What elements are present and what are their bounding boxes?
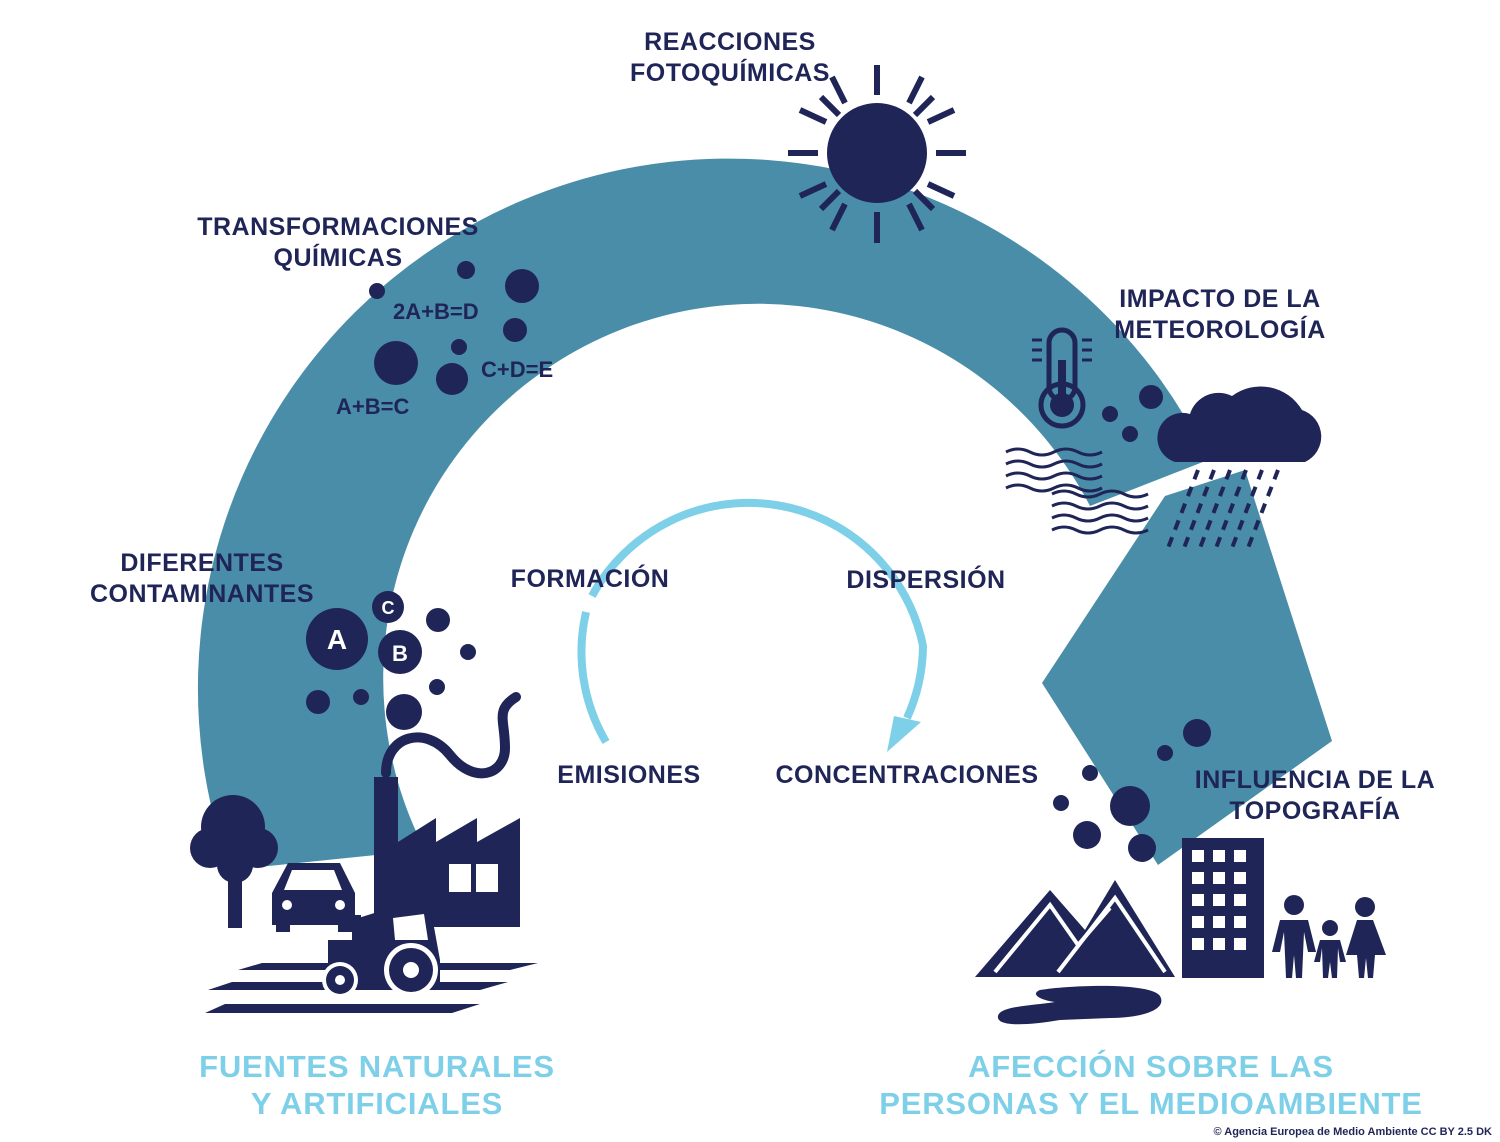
label-impacto-line1: IMPACTO DE LA [1119,285,1321,313]
inner-arrow-head [887,716,921,752]
pollutant-a: A [306,608,368,670]
label-afeccion-line1: AFECCIÓN SOBRE LAS [968,1049,1334,1084]
pollutant-b-letter: B [392,641,408,666]
pollutant-c: C [372,591,404,623]
family-icon [1272,895,1386,978]
label-influencia-topografia: INFLUENCIA DE LA TOPOGRAFÍA [1180,765,1450,827]
label-transformaciones-line2: QUÍMICAS [273,244,403,272]
building-icon [1182,838,1264,978]
label-afeccion-line2: PERSONAS Y EL MEDIOAMBIENTE [879,1086,1423,1121]
label-diferentes-contaminantes: DIFERENTES CONTAMINANTES [72,548,332,610]
outer-cycle-arrow [197,158,1208,871]
label-reacciones-fotoquimicas: REACCIONES FOTOQUÍMICAS [600,27,860,89]
smoke-plume [381,692,521,779]
outer-cycle-arrow-head [1042,470,1332,865]
inner-dispersion-arc [588,498,928,720]
label-diferentes-line1: DIFERENTES [120,549,284,577]
inner-formation-arc [577,611,610,745]
label-emisiones: EMISIONES [557,761,701,789]
thermometer-icon [1032,327,1092,429]
label-concentraciones: CONCENTRACIONES [775,761,1039,789]
equation-2a-b-d: 2A+B=D [393,299,479,324]
label-afeccion: AFECCIÓN SOBRE LAS PERSONAS Y EL MEDIOAM… [860,1048,1442,1122]
label-transformaciones-line1: TRANSFORMACIONES [197,213,479,241]
pollutant-a-letter: A [327,624,347,655]
label-fuentes-line1: FUENTES NATURALES [199,1049,555,1084]
wind-icon [1005,447,1149,535]
pollutant-c-letter: C [382,598,395,618]
copyright-credit: © Agencia Europea de Medio Ambiente CC B… [1213,1126,1492,1138]
tractor-icon [322,905,440,998]
label-fuentes: FUENTES NATURALES Y ARTIFICIALES [170,1048,584,1122]
label-transformaciones-quimicas: TRANSFORMACIONES QUÍMICAS [170,212,506,274]
tree-icon [190,795,278,928]
emission-particles [306,608,476,730]
lake-icon [997,985,1162,1025]
mountains-icon [975,880,1175,977]
chemistry-particles [369,261,539,395]
rain-cloud-icon [1157,386,1322,549]
weather-particles [1102,385,1163,442]
label-fuentes-line2: Y ARTIFICIALES [250,1086,504,1121]
car-icon [272,863,355,932]
pollutant-b: B [378,630,422,674]
topography-particles [1053,719,1211,862]
label-diferentes-line2: CONTAMINANTES [89,580,315,608]
label-impacto-meteorologia: IMPACTO DE LA METEOROLOGÍA [1090,284,1350,346]
label-impacto-line2: METEOROLOGÍA [1114,316,1326,344]
equation-c-d-e: C+D=E [481,357,554,382]
label-formacion: FORMACIÓN [510,565,670,593]
label-influencia-line2: TOPOGRAFÍA [1229,797,1401,825]
label-influencia-line1: INFLUENCIA DE LA [1194,766,1436,794]
label-reacciones-line2: FOTOQUÍMICAS [630,59,830,87]
sun-icon [788,65,966,243]
label-reacciones-line1: REACCIONES [644,28,816,56]
equation-a-b-c: A+B=C [336,394,410,419]
factory-icon [374,777,520,927]
label-dispersion: DISPERSIÓN [846,566,1006,594]
